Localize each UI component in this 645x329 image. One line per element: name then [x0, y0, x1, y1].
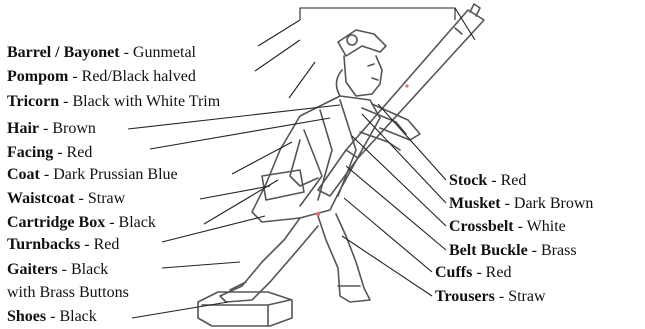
- label-value: with Brass Buttons: [7, 284, 129, 301]
- label-coat: Coat - Dark Prussian Blue: [7, 166, 178, 184]
- label-value: Straw: [88, 190, 125, 207]
- label-barrel-bayonet: Barrel / Bayonet - Gunmetal: [7, 44, 196, 62]
- label-separator: -: [487, 172, 500, 189]
- label-name: Shoes: [7, 308, 46, 325]
- label-value: Gunmetal: [133, 44, 196, 61]
- label-separator: -: [528, 242, 541, 259]
- label-value: Red: [501, 172, 527, 189]
- label-name: Hair: [7, 120, 39, 137]
- label-separator: -: [80, 236, 93, 253]
- label-value: Straw: [508, 288, 545, 305]
- label-value: Black with White Trim: [72, 93, 220, 110]
- label-separator: -: [68, 68, 81, 85]
- label-separator: -: [53, 144, 66, 161]
- label-trousers: Trousers - Straw: [435, 288, 546, 306]
- label-belt-buckle: Belt Buckle - Brass: [449, 242, 577, 260]
- label-separator: -: [501, 195, 514, 212]
- label-name: Turnbacks: [7, 236, 80, 253]
- label-name: Coat: [7, 166, 40, 183]
- label-stock: Stock - Red: [449, 172, 526, 190]
- label-value: Black: [59, 308, 96, 325]
- label-separator: -: [46, 308, 59, 325]
- label-name: Cuffs: [435, 264, 472, 281]
- label-name: Pompom: [7, 68, 68, 85]
- label-name: Waistcoat: [7, 190, 75, 207]
- label-value: Red: [94, 236, 120, 253]
- label-name: Musket: [449, 195, 501, 212]
- label-value: Black: [119, 214, 156, 231]
- label-separator: -: [40, 166, 53, 183]
- label-cartridge-box: Cartridge Box - Black: [7, 214, 156, 232]
- label-name: Stock: [449, 172, 487, 189]
- label-shoes: Shoes - Black: [7, 308, 97, 326]
- label-separator: -: [495, 288, 508, 305]
- label-name: Tricorn: [7, 93, 59, 110]
- label-pompom: Pompom - Red/Black halved: [7, 68, 196, 86]
- label-separator: -: [105, 214, 118, 231]
- label-separator: -: [59, 93, 72, 110]
- label-musket: Musket - Dark Brown: [449, 195, 593, 213]
- label-hair: Hair - Brown: [7, 120, 96, 138]
- label-crossbelt: Crossbelt - White: [449, 218, 566, 236]
- label-value: Brown: [52, 120, 96, 137]
- label-value: Black: [71, 261, 108, 278]
- label-facing: Facing - Red: [7, 144, 92, 162]
- label-value: Red/Black halved: [82, 68, 196, 85]
- label-gaiters-detail: with Brass Buttons: [7, 284, 129, 302]
- label-separator: -: [75, 190, 88, 207]
- label-name: Barrel / Bayonet: [7, 44, 120, 61]
- label-tricorn: Tricorn - Black with White Trim: [7, 93, 220, 111]
- label-waistcoat: Waistcoat - Straw: [7, 190, 125, 208]
- label-cuffs: Cuffs - Red: [435, 264, 511, 282]
- label-name: Trousers: [435, 288, 495, 305]
- label-separator: -: [514, 218, 527, 235]
- label-gaiters: Gaiters - Black: [7, 261, 108, 279]
- label-name: Crossbelt: [449, 218, 514, 235]
- label-value: Red: [67, 144, 93, 161]
- label-value: White: [527, 218, 566, 235]
- label-separator: -: [39, 120, 52, 137]
- label-turnbacks: Turnbacks - Red: [7, 236, 119, 254]
- label-name: Cartridge Box: [7, 214, 105, 231]
- label-separator: -: [58, 261, 71, 278]
- label-value: Brass: [541, 242, 577, 259]
- label-name: Belt Buckle: [449, 242, 528, 259]
- label-name: Facing: [7, 144, 53, 161]
- label-separator: -: [472, 264, 485, 281]
- label-value: Dark Prussian Blue: [53, 166, 177, 183]
- label-separator: -: [120, 44, 133, 61]
- label-value: Dark Brown: [514, 195, 594, 212]
- label-name: Gaiters: [7, 261, 58, 278]
- label-value: Red: [486, 264, 512, 281]
